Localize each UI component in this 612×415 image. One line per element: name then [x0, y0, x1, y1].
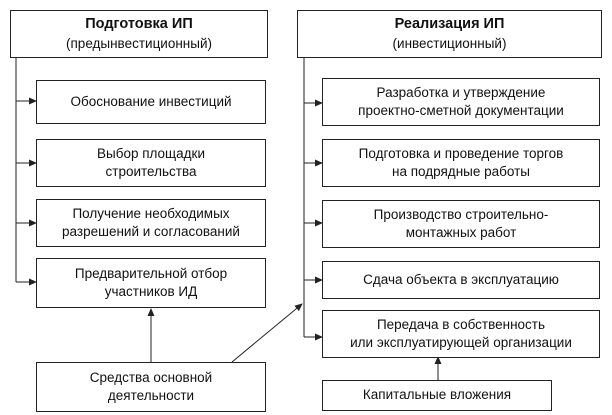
left-step-1-line1: Обоснование инвестиций [70, 93, 232, 109]
left-step-4: Предварительной отбор участников ИД [36, 258, 266, 308]
right-step-3-line2: монтажных работ [405, 225, 517, 240]
right-step-5: Передача в собственность или эксплуатиру… [322, 310, 600, 358]
right-step-3: Производство строительно- монтажных рабо… [322, 200, 600, 248]
capital-investment-label: Капитальные вложения [362, 387, 512, 403]
right-step-1: Разработка и утверждение проектно-сметно… [322, 78, 600, 126]
right-header-subtitle: (инвестиционный) [392, 35, 507, 51]
funds-to-realization-arrow [231, 303, 303, 363]
right-step-4: Сдача объекта в эксплуатацию [322, 261, 600, 299]
left-step-2-line1: Выбор площадки [97, 145, 205, 161]
left-step-4-line1: Предварительной отбор [74, 265, 228, 281]
right-step-5-line1: Передача в собственность [376, 316, 546, 332]
left-header-box: Подготовка ИП (предынвестиционный) [10, 10, 268, 58]
right-step-2-line1: Подготовка и проведение торгов [358, 145, 564, 161]
funds-box: Средства основной деятельности [36, 362, 266, 412]
right-step-1-line2: проектно-сметной документации [358, 103, 564, 118]
left-header-subtitle: (предынвестиционный) [66, 35, 212, 51]
left-step-1: Обоснование инвестиций [36, 80, 266, 124]
left-step-3-line2: разрешений и согласований [62, 224, 240, 239]
capital-investment-box: Капитальные вложения [322, 380, 552, 411]
left-step-2-line2: строительства [105, 164, 197, 179]
funds-line2: деятельности [107, 388, 195, 403]
left-step-4-line2: участников ИД [104, 284, 198, 299]
funds-line1: Средства основной [89, 369, 213, 385]
left-step-3: Получение необходимых разрешений и согла… [36, 199, 266, 247]
left-step-2: Выбор площадки строительства [36, 139, 266, 187]
right-step-4-line1: Сдача объекта в эксплуатацию [363, 271, 559, 287]
right-step-2: Подготовка и проведение торгов на подряд… [322, 139, 600, 187]
right-step-5-line2: или эксплуатирующей организации [350, 335, 572, 350]
right-header-box: Реализация ИП (инвестиционный) [297, 10, 602, 58]
left-header-title: Подготовка ИП [85, 16, 193, 33]
right-header-title: Реализация ИП [394, 16, 505, 33]
right-step-2-line2: на подрядные работы [392, 164, 530, 179]
right-step-3-line1: Производство строительно- [373, 206, 549, 222]
right-step-1-line1: Разработка и утверждение [376, 84, 546, 100]
left-step-3-line1: Получение необходимых [72, 205, 230, 221]
